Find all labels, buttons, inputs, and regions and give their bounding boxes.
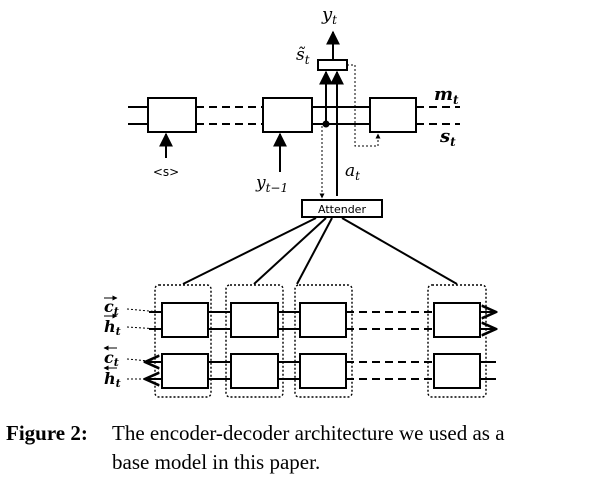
backward-cell-3 (299, 353, 347, 389)
encoder-decoder-diagram: yt s̃t mt st <s> yt−1 at Attender (103, 4, 593, 398)
m-t-label: mt (434, 84, 459, 107)
encoder-state-labels: ct ht ct ht (103, 295, 121, 390)
c-forward-label: ct (104, 297, 119, 318)
forward-cell-2 (230, 302, 279, 338)
decoder-cell-2 (262, 97, 313, 133)
caption-text-line-2: base model in this paper. (112, 450, 321, 474)
h-forward-label: ht (104, 317, 121, 338)
decoder-cell-3 (369, 97, 417, 133)
backward-cell-4 (433, 353, 481, 389)
a-t-label: at (345, 161, 360, 183)
encoder-column-2 (225, 284, 284, 398)
attention-lines (182, 217, 458, 285)
encoder-column-4 (427, 284, 487, 398)
h-backward-label: ht (104, 369, 121, 390)
attender-label: Attender (318, 203, 366, 216)
attender-box (301, 199, 383, 218)
y-prev-label: yt−1 (255, 173, 288, 195)
start-token-label: <s> (153, 165, 179, 179)
feedback-dotted-arrow (347, 64, 381, 147)
backward-cell-1 (161, 353, 209, 389)
s-t-label: st (439, 126, 456, 149)
backward-cell-2 (230, 353, 279, 389)
caption-label: Figure 2: (6, 421, 88, 445)
caption-text-line-1: The encoder-decoder architecture we used… (112, 421, 505, 445)
s-tilde-box (317, 59, 348, 71)
forward-cell-4 (433, 302, 481, 338)
encoder (126, 284, 496, 398)
c-backward-label: ct (104, 348, 119, 369)
decoder-cell-1 (147, 97, 197, 133)
decoder (128, 30, 460, 199)
forward-cell-3 (299, 302, 347, 338)
y-t-label: yt (321, 4, 337, 27)
encoder-column-3 (294, 284, 353, 398)
encoder-column-1 (154, 284, 212, 398)
forward-cell-1 (161, 302, 209, 338)
s-tilde-label: s̃t (296, 45, 310, 67)
